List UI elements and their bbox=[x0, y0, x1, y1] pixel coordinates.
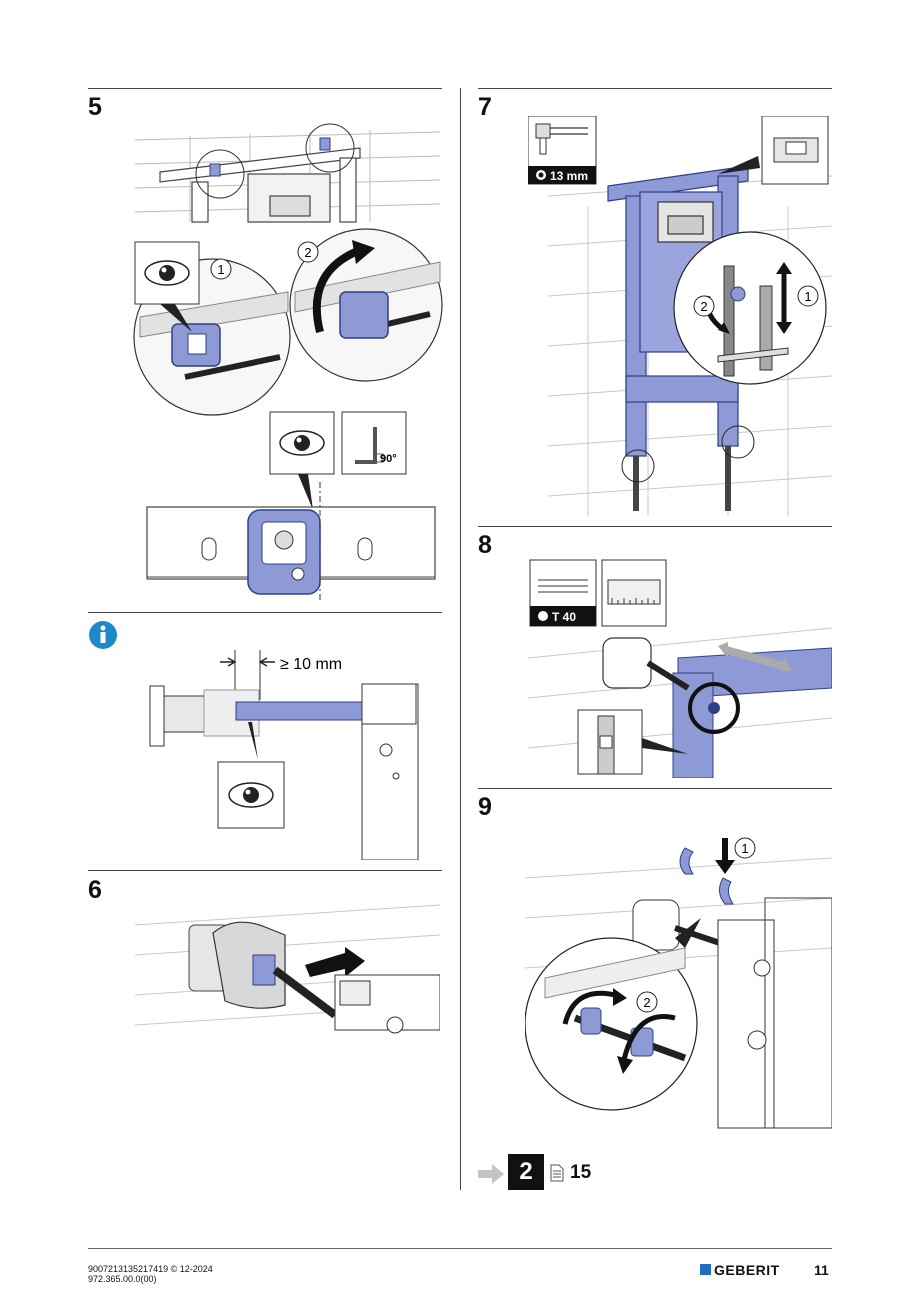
level-tool-box bbox=[761, 116, 829, 185]
step-number-5: 5 bbox=[88, 93, 102, 121]
torx-size-label: T 40 bbox=[552, 610, 576, 624]
wrench-tool-box: 13 mm bbox=[528, 116, 597, 185]
brand-square-icon bbox=[700, 1264, 711, 1275]
step-number-8: 8 bbox=[478, 531, 492, 559]
callout-1-step5: 1 bbox=[217, 262, 224, 277]
step-7-illustration: 13 mm 2 1 bbox=[528, 116, 832, 516]
document-icon bbox=[550, 1164, 564, 1182]
rule-step-5 bbox=[88, 88, 442, 89]
frame-overview bbox=[159, 147, 361, 223]
torx-tool-box: T 40 bbox=[529, 559, 597, 627]
height-adjust-zoom bbox=[673, 231, 827, 385]
step-number-9: 9 bbox=[478, 793, 492, 821]
callout-1-step9: 1 bbox=[741, 841, 748, 856]
detail-box-step8 bbox=[577, 709, 643, 775]
wrench-size-label: 13 mm bbox=[550, 169, 588, 183]
next-page-number: 15 bbox=[570, 1162, 592, 1183]
rule-step-8 bbox=[478, 526, 832, 527]
step-number-6: 6 bbox=[88, 876, 102, 904]
arrow-right-icon bbox=[478, 1164, 504, 1184]
angle-box: 90° bbox=[341, 411, 407, 475]
eye-box-info bbox=[217, 761, 285, 829]
detail-circle-right bbox=[289, 228, 443, 382]
callout-2-step7: 2 bbox=[700, 299, 707, 314]
step-8-illustration: T 40 bbox=[528, 559, 832, 778]
callout-2-step5: 2 bbox=[304, 245, 311, 260]
callout-1-step7: 1 bbox=[804, 289, 811, 304]
eye-box-step5a bbox=[134, 241, 200, 305]
nut-tighten-zoom bbox=[525, 937, 698, 1111]
step-9-illustration: 1 2 bbox=[525, 837, 832, 1129]
step-number-7: 7 bbox=[478, 93, 492, 121]
callout-2-step9: 2 bbox=[643, 995, 650, 1010]
step-5-illustration: 1 2 90° bbox=[133, 123, 443, 600]
ruler-tool-box bbox=[601, 559, 667, 627]
step-6-illustration bbox=[135, 904, 440, 1034]
info-icon bbox=[89, 621, 117, 649]
next-step-nav[interactable]: 2 15 bbox=[478, 1154, 618, 1194]
footer-doc-line: 9007213135217419 © 12-2024 bbox=[88, 1264, 213, 1274]
footer-rule bbox=[88, 1248, 832, 1249]
eye-box-step5b bbox=[269, 411, 335, 475]
info-illustration: ≥ 10 mm bbox=[149, 650, 419, 860]
angle-label: 90° bbox=[380, 453, 397, 465]
rule-info bbox=[88, 612, 442, 613]
page-number: 11 bbox=[814, 1262, 829, 1278]
next-step-badge: 2 bbox=[508, 1154, 544, 1190]
distance-label: ≥ 10 mm bbox=[280, 656, 342, 673]
column-divider bbox=[460, 88, 461, 1190]
footer-ref-line: 972.365.00.0(00) bbox=[88, 1274, 157, 1284]
rule-step-6 bbox=[88, 870, 442, 871]
rule-step-7 bbox=[478, 88, 832, 89]
rule-step-9 bbox=[478, 788, 832, 789]
rail-detail bbox=[146, 482, 436, 600]
brand-name: GEBERIT bbox=[714, 1262, 780, 1278]
magnify-circles-overview bbox=[195, 123, 355, 199]
